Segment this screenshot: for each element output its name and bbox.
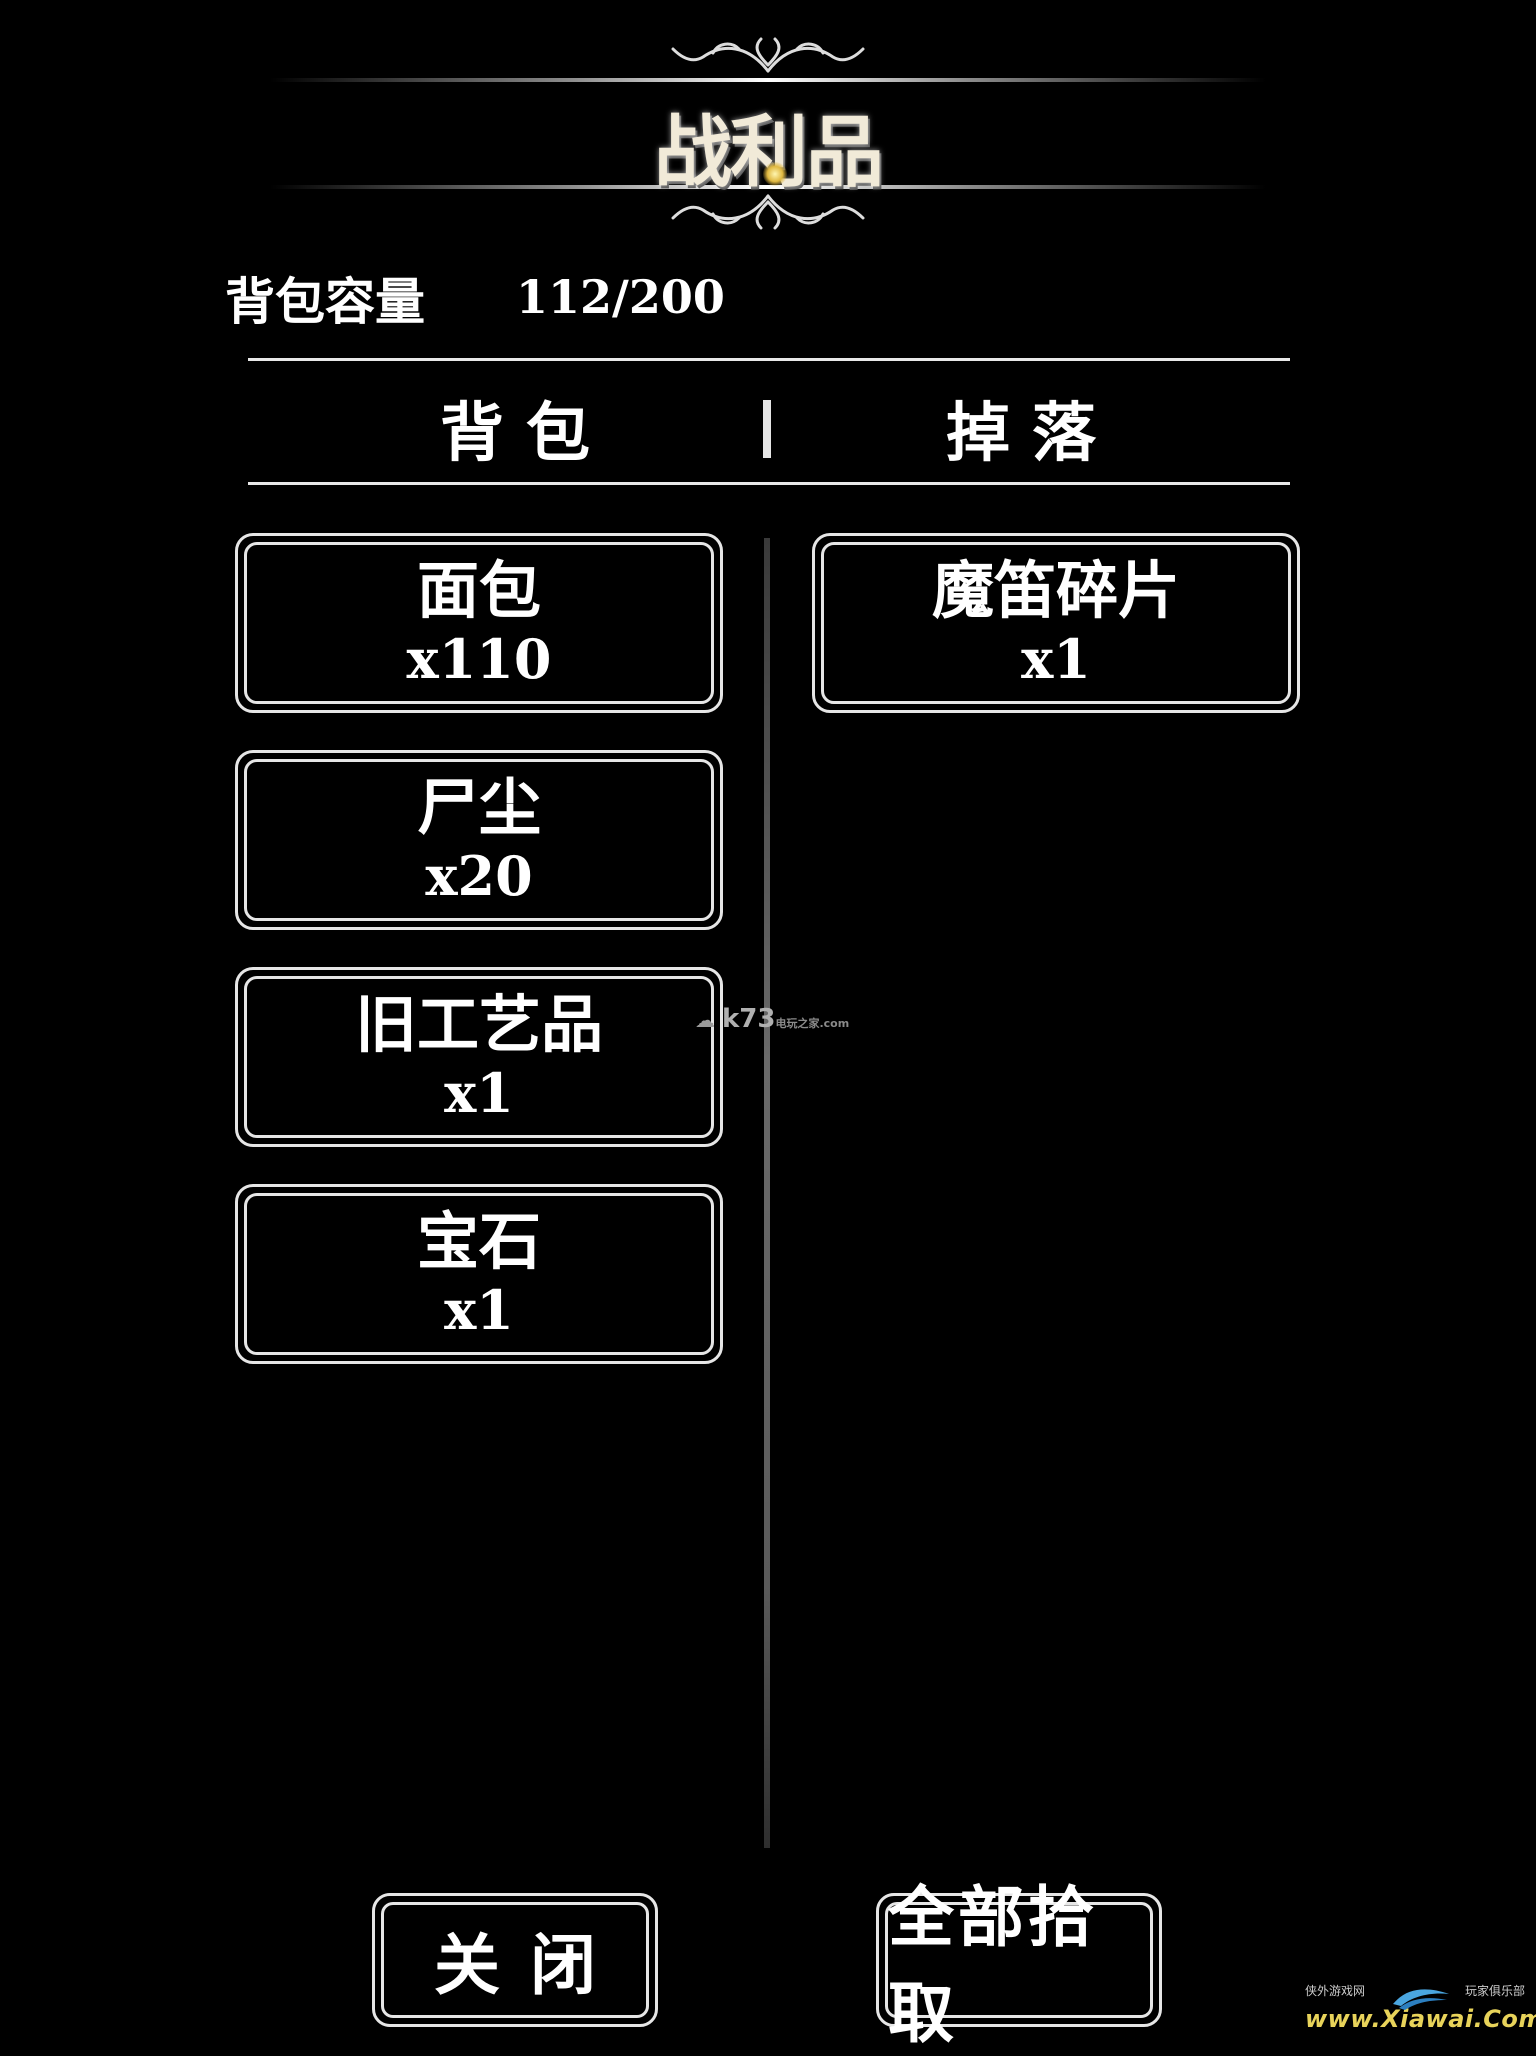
title-line-top <box>270 78 1266 82</box>
ornament-bottom-icon <box>671 194 865 230</box>
tab-bar-top-divider <box>248 358 1290 361</box>
xiawai-watermark: 侠外游戏网 玩家俱乐部 www.Xiawai.Com <box>1305 1984 1536 2033</box>
tab-drop[interactable]: 掉落 <box>946 396 1118 471</box>
bag-item[interactable]: 宝石 x1 <box>235 1184 723 1364</box>
item-count: x20 <box>425 844 533 908</box>
wave-logo-icon <box>1393 1989 1449 2010</box>
title-line-bottom <box>270 185 1266 189</box>
pickup-all-button-frame: 全部拾取 <box>885 1878 1153 2052</box>
k73-watermark: ☁ k73电玩之家.com <box>695 1004 850 1034</box>
item-count: x1 <box>444 1278 514 1342</box>
drop-item-frame: 魔笛碎片 x1 <box>821 542 1291 704</box>
ornament-top-icon <box>671 37 865 73</box>
item-name: 尸尘 <box>416 771 541 844</box>
column-divider <box>764 538 770 1848</box>
item-name: 魔笛碎片 <box>931 554 1180 627</box>
bag-item[interactable]: 旧工艺品 x1 <box>235 967 723 1147</box>
item-name: 宝石 <box>416 1205 541 1278</box>
item-name: 面包 <box>416 554 541 627</box>
close-button-frame: 关闭 <box>381 1902 649 2018</box>
drop-item[interactable]: 魔笛碎片 x1 <box>812 533 1300 713</box>
title-banner: 战利品 <box>270 30 1266 250</box>
bag-item-frame: 面包 x110 <box>244 542 714 704</box>
tab-bar-bottom-divider <box>248 482 1290 485</box>
pickup-all-button-label: 全部拾取 <box>888 1878 1098 2052</box>
close-button[interactable]: 关闭 <box>372 1893 658 2027</box>
pickup-all-button[interactable]: 全部拾取 <box>876 1878 1162 2052</box>
tab-separator <box>763 400 771 458</box>
bag-item-frame: 旧工艺品 x1 <box>244 976 714 1138</box>
item-count: x1 <box>1021 627 1091 691</box>
item-count: x1 <box>444 1061 514 1125</box>
bag-item-frame: 尸尘 x20 <box>244 759 714 921</box>
close-button-label: 关闭 <box>434 1926 626 2004</box>
capacity-label: 背包容量 <box>225 272 425 331</box>
page-title: 战利品 <box>653 107 884 198</box>
capacity-value: 112/200 <box>516 270 725 324</box>
item-name: 旧工艺品 <box>354 988 603 1061</box>
bag-item[interactable]: 尸尘 x20 <box>235 750 723 930</box>
title-glow-icon <box>763 162 787 186</box>
bag-item[interactable]: 面包 x110 <box>235 533 723 713</box>
bag-item-frame: 宝石 x1 <box>244 1193 714 1355</box>
k73-logo-icon: ☁ <box>695 1008 715 1032</box>
tab-bag[interactable]: 背包 <box>440 396 612 471</box>
item-count: x110 <box>406 627 552 691</box>
